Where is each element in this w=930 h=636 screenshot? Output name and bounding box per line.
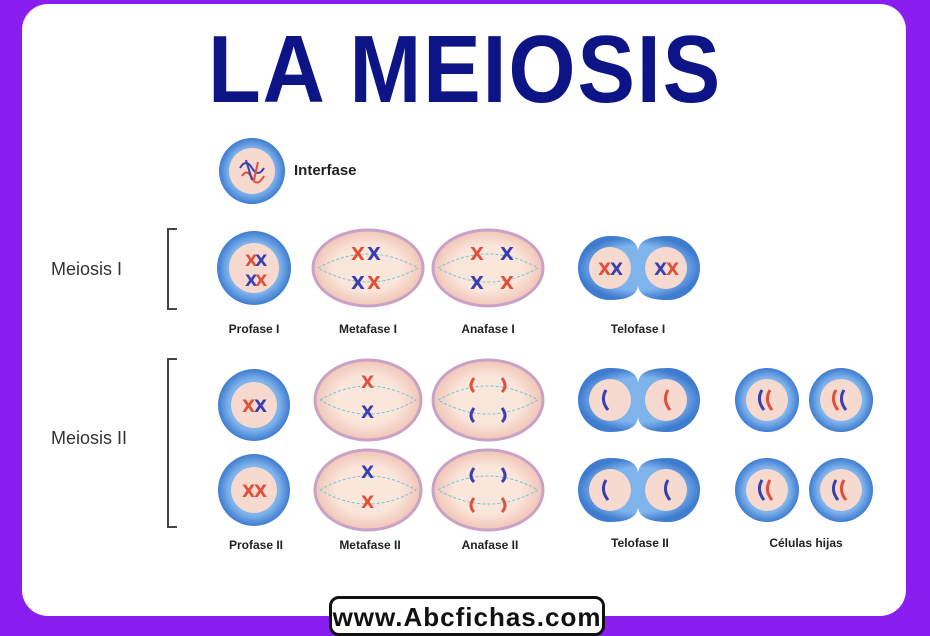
meiosis1-label: Meiosis I xyxy=(51,259,123,279)
metafase2-label: Metafase II xyxy=(339,538,401,552)
page-title: LA MEIOSIS xyxy=(207,16,723,123)
meiosis2-bracket xyxy=(167,358,177,528)
profase2-label: Profase II xyxy=(228,538,284,552)
profase2-cell-b: X X xyxy=(218,454,290,526)
svg-text:X: X xyxy=(255,271,268,290)
metafase2-cell-b: X X xyxy=(313,448,423,532)
telofase2-cell-b xyxy=(578,458,700,522)
telofase1-cell: X X X X xyxy=(578,236,700,300)
svg-text:X: X xyxy=(500,273,514,294)
metafase2-cell-a: X X xyxy=(313,358,423,442)
anafase1-cell: X X X X xyxy=(431,228,545,308)
daughter-cell-3 xyxy=(735,458,799,522)
svg-text:X: X xyxy=(361,373,374,393)
svg-text:X: X xyxy=(598,260,611,280)
website-footer[interactable]: www.Abcfichas.com xyxy=(329,596,605,636)
svg-text:X: X xyxy=(351,273,365,294)
anafase2-label: Anafase II xyxy=(461,538,519,552)
profase2-cell-a: X X xyxy=(218,369,290,441)
telofase1-label: Telofase I xyxy=(610,322,666,336)
metafase1-label: Metafase I xyxy=(338,322,398,336)
svg-text:X: X xyxy=(654,260,667,280)
celulas-hijas-label: Células hijas xyxy=(769,536,843,550)
svg-text:X: X xyxy=(367,273,381,294)
metafase1-cell: X X X X xyxy=(311,228,425,308)
meiosis1-bracket xyxy=(167,228,177,310)
svg-text:X: X xyxy=(254,397,267,417)
svg-text:X: X xyxy=(242,482,255,502)
svg-text:X: X xyxy=(245,251,258,270)
anafase2-cell-b xyxy=(431,448,545,532)
svg-text:X: X xyxy=(500,244,514,265)
svg-text:X: X xyxy=(361,463,374,483)
profase1-cell: X X X X xyxy=(217,231,291,305)
svg-text:X: X xyxy=(254,482,267,502)
svg-text:X: X xyxy=(361,403,374,423)
profase1-label: Profase I xyxy=(228,322,280,336)
daughter-cell-4 xyxy=(809,458,873,522)
telofase2-cell-a xyxy=(578,368,700,432)
daughter-cell-2 xyxy=(809,368,873,432)
svg-text:X: X xyxy=(351,244,365,265)
interfase-cell xyxy=(219,138,285,204)
svg-text:X: X xyxy=(255,251,268,270)
svg-text:X: X xyxy=(367,244,381,265)
telofase2-label: Telofase II xyxy=(611,536,669,550)
daughter-cell-1 xyxy=(735,368,799,432)
svg-text:X: X xyxy=(610,260,623,280)
anafase2-cell-a xyxy=(431,358,545,442)
svg-text:X: X xyxy=(470,273,484,294)
meiosis2-label: Meiosis II xyxy=(51,428,128,448)
svg-text:X: X xyxy=(245,271,258,290)
svg-text:X: X xyxy=(470,244,484,265)
interfase-label: Interfase xyxy=(294,162,357,179)
meiosis-diagram: X X X X X X X X X X X X X X X X X X xyxy=(217,138,873,532)
anafase1-label: Anafase I xyxy=(461,322,515,336)
svg-text:X: X xyxy=(361,493,374,513)
svg-text:X: X xyxy=(242,397,255,417)
svg-text:X: X xyxy=(666,260,679,280)
